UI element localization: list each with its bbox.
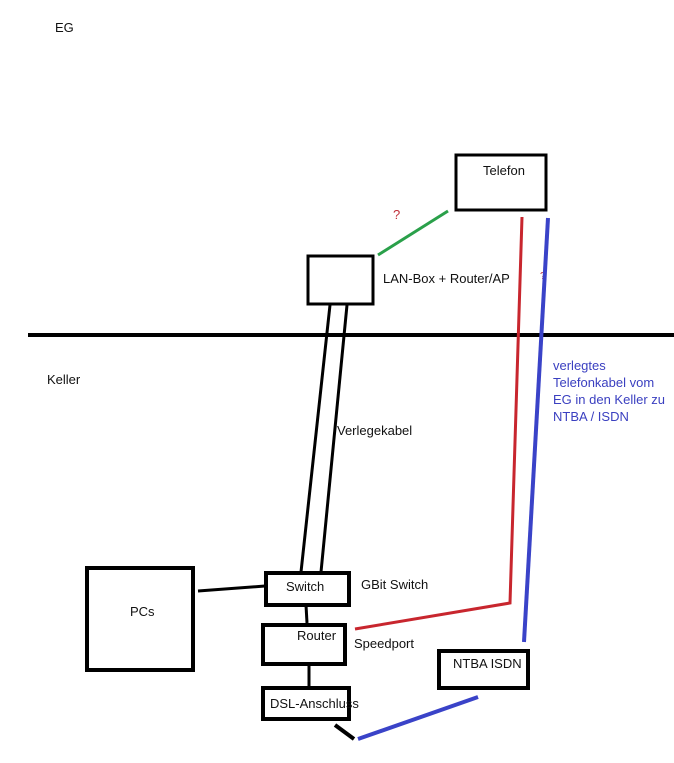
- red-cable: [354, 216, 524, 631]
- dsl-black-cable: [333, 723, 356, 741]
- switch-label: Switch: [286, 579, 324, 594]
- ntba-label: NTBA ISDN: [453, 656, 522, 671]
- verlegekabel-label: Verlegekabel: [337, 423, 412, 438]
- lan-box-label: LAN-Box + Router/AP: [383, 271, 510, 286]
- ntba-box: [437, 649, 530, 690]
- pcs-box: [85, 566, 195, 672]
- router-label: Router: [297, 628, 337, 643]
- verlegekabel-line-2: [319, 304, 349, 573]
- router-box: [261, 623, 347, 666]
- speedport-label: Speedport: [354, 636, 414, 651]
- telefon-label: Telefon: [483, 163, 525, 178]
- telefon-box: [454, 153, 548, 212]
- floor-label-keller: Keller: [47, 372, 81, 387]
- blue-cable-vertical: [522, 217, 550, 643]
- switch-router-cable: [304, 604, 309, 624]
- blue-note: verlegtes Telefonkabel vom EG in den Kel…: [553, 358, 669, 424]
- lan-box: [306, 254, 375, 306]
- blue-cable-dsl-ntba: [357, 695, 479, 741]
- question-mark-green: ?: [393, 207, 400, 222]
- pcs-switch-cable: [197, 584, 266, 593]
- pcs-label: PCs: [130, 604, 155, 619]
- verlegekabel-line-1: [299, 304, 332, 573]
- gbit-switch-label: GBit Switch: [361, 577, 428, 592]
- floor-label-eg: EG: [55, 20, 74, 35]
- green-cable: [377, 209, 449, 257]
- dsl-label: DSL-Anschluss: [270, 696, 359, 711]
- dsl-box: [261, 686, 351, 721]
